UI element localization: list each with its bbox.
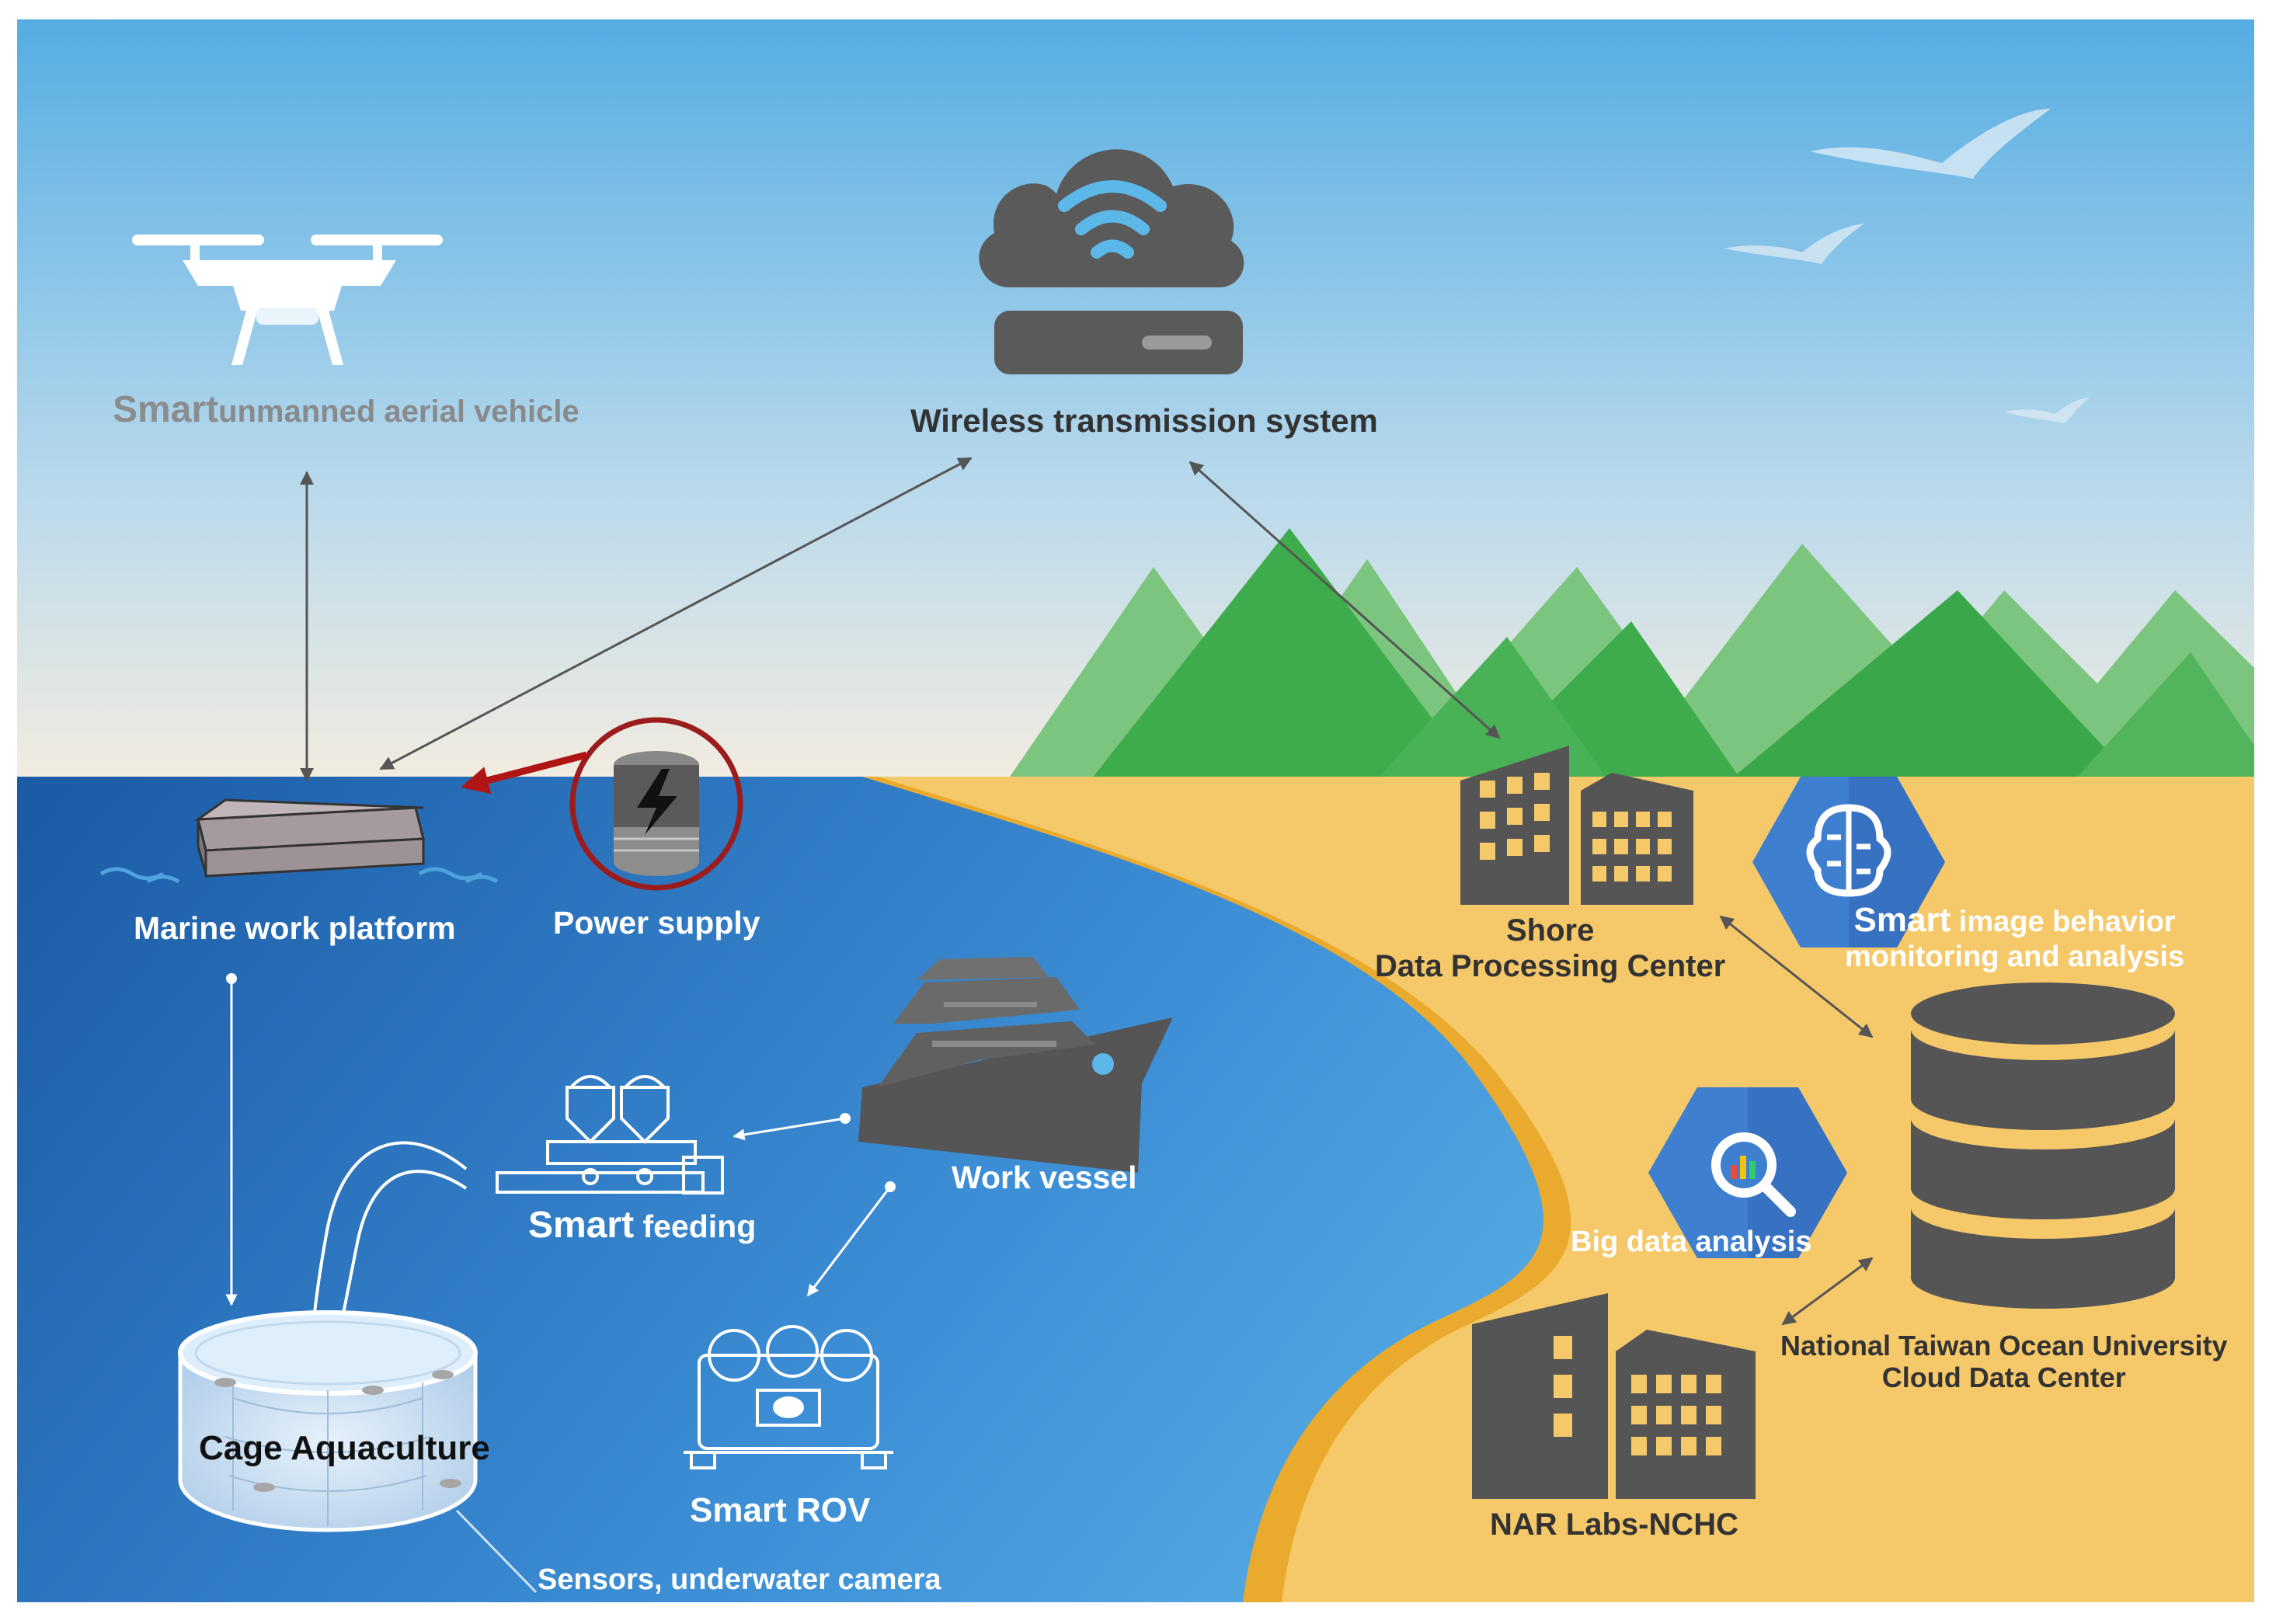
cage-label: Cage Aquaculture — [199, 1429, 490, 1467]
arrow-platform-wireless — [379, 457, 973, 770]
shore-buildings-icon — [1460, 746, 1693, 905]
ntou-label-line1: National Taiwan Ocean University — [1780, 1330, 2228, 1361]
arrow-vessel-feeding — [733, 1117, 846, 1141]
vessel-label: Work vessel — [952, 1160, 1137, 1195]
ship-icon — [858, 957, 1173, 1173]
fish-cage-icon — [178, 1310, 478, 1532]
platform-box-icon — [99, 798, 499, 884]
arrow-wireless-shore — [1188, 461, 1501, 739]
nar-buildings-icon — [1472, 1293, 1756, 1499]
drone-icon — [132, 235, 443, 365]
sensors-label: Sensors, underwater camera — [538, 1563, 941, 1596]
birds-icon — [1724, 109, 2090, 423]
uav-label: Smartunmanned aerial vehicle — [113, 388, 579, 431]
database-icon — [1911, 982, 2175, 1309]
shore-label-line1: Shore — [1505, 913, 1595, 948]
rov-icon — [684, 1325, 893, 1469]
arrow-ntou-nar — [1781, 1257, 1874, 1326]
shore-label-line2: Data Processing Center — [1375, 949, 1726, 983]
image-label-rest: image behavior — [1958, 906, 2176, 938]
wireless-label: Wireless transmission system — [910, 402, 1378, 439]
image-label-prefix: Smart — [1853, 901, 1951, 939]
cloud-wifi-router-icon — [979, 149, 1244, 374]
arrow-vessel-rov — [806, 1186, 892, 1297]
uav-label-rest: unmanned aerial vehicle — [218, 395, 579, 429]
uav-label-prefix: Smart — [113, 389, 219, 430]
power-label: Power supply — [553, 905, 760, 941]
bigdata-label: Big data analysis — [1571, 1226, 1812, 1258]
ntou-label: National Taiwan Ocean University Cloud D… — [1780, 1330, 2228, 1394]
brain-hexagon-icon — [1752, 777, 1945, 948]
platform-label: Marine work platform — [134, 910, 456, 946]
arrow-cage-sensors — [455, 1509, 538, 1594]
image-analysis-label: Smart image behavior monitoring and anal… — [1845, 901, 2184, 974]
feeding-label: Smart feeding — [528, 1204, 756, 1247]
connection-arrows — [225, 457, 1874, 1594]
rov-label: Smart ROV — [690, 1491, 871, 1529]
ntou-label-line2: Cloud Data Center — [1881, 1361, 2126, 1394]
search-chart-hexagon-icon — [1648, 1087, 1847, 1258]
shore-label: Shore Data Processing Center — [1375, 913, 1725, 984]
nar-label: NAR Labs-NCHC — [1490, 1508, 1738, 1542]
arrow-shore-ntou — [1719, 915, 1874, 1038]
battery-lightning-icon — [461, 717, 743, 891]
feeding-label-rest: feeding — [642, 1208, 757, 1244]
image-label-line2: monitoring and analysis — [1845, 940, 2185, 973]
feeding-label-prefix: Smart — [528, 1205, 635, 1246]
